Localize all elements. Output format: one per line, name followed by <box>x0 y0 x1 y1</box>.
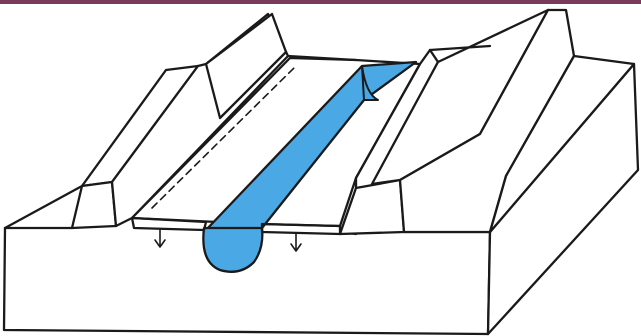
substrate-left-top-edge <box>5 186 82 228</box>
